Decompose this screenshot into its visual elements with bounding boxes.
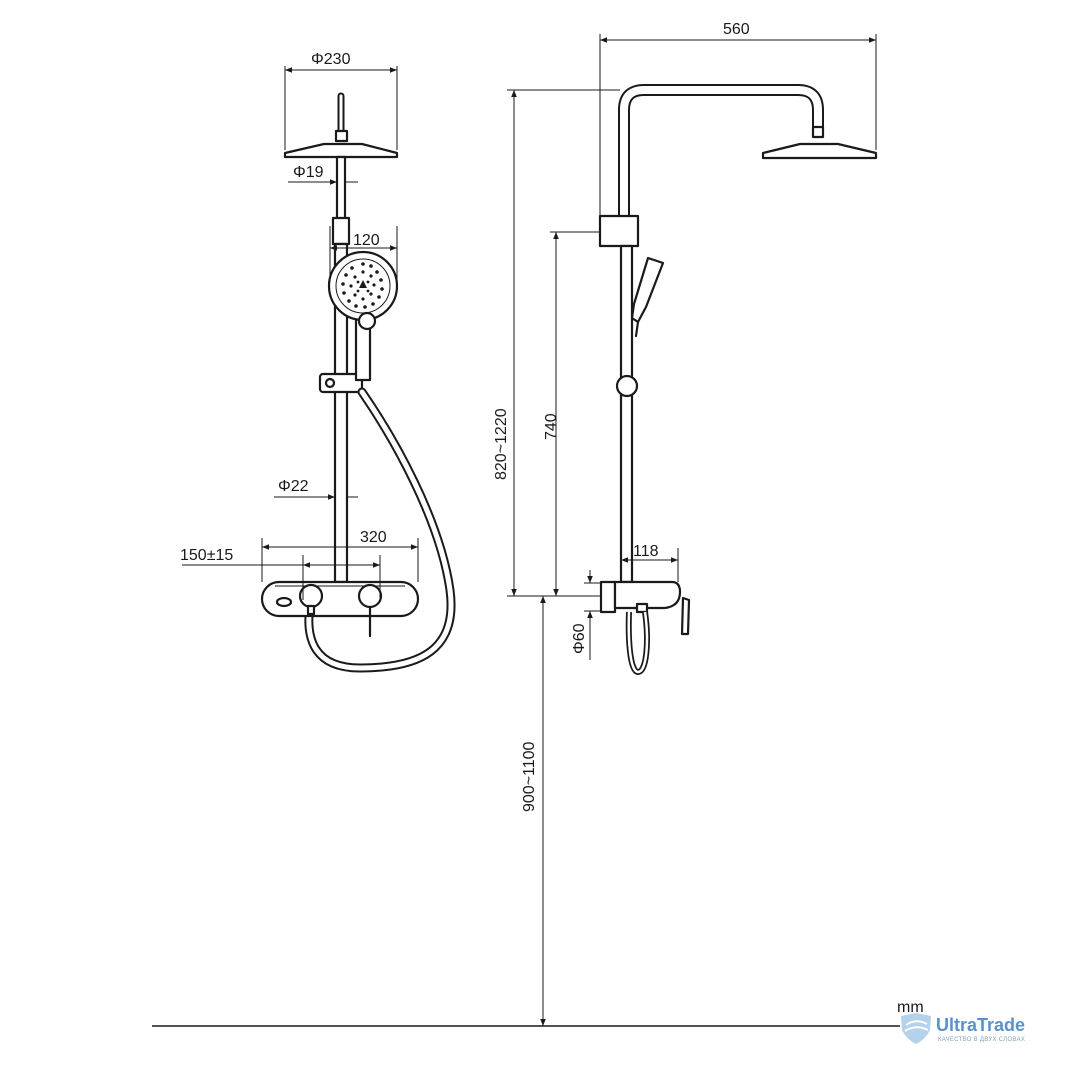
dim-inlet-spacing: 150±15: [180, 547, 233, 564]
dim-install-height: 900~1100: [521, 741, 538, 812]
brand-watermark: UltraTrade КАЧЕСТВО В ДВУХ СЛОВАХ: [901, 1013, 1025, 1044]
column-pipe-side: [619, 244, 634, 584]
hand-shower-side: [630, 256, 665, 324]
dim-head-diameter: Φ230: [311, 51, 351, 68]
dim-upper-pipe: Φ19: [293, 164, 324, 181]
brand-name: UltraTrade: [936, 1015, 1025, 1035]
holder-knob-side: [615, 374, 639, 398]
dim-lower-pipe: Φ22: [278, 478, 309, 495]
unit-label: mm: [897, 999, 924, 1016]
dim-escutcheon: Φ60: [571, 623, 588, 654]
thermostatic-mixer-side: [613, 580, 682, 610]
front-view: Φ230 Φ19 120 Φ22 320 150±15: [180, 51, 456, 673]
side-view: 560 820~1220 740 118 Φ60 900~1100: [493, 21, 878, 1026]
upper-pipe-front: [335, 155, 347, 221]
dim-mixer-width: 320: [360, 529, 387, 546]
shield-logo-icon: [901, 1013, 931, 1044]
brand-tagline: КАЧЕСТВО В ДВУХ СЛОВАХ: [938, 1037, 1025, 1043]
dim-mixer-depth: 118: [633, 543, 659, 560]
shower-arm-side: [618, 84, 824, 232]
hand-shower-nozzles: [341, 262, 384, 309]
dim-holder-height: 740: [543, 413, 560, 440]
dim-column-height: 820~1220: [493, 408, 510, 480]
dim-arm-reach: 560: [723, 21, 750, 38]
rain-shower-head-side: [761, 142, 878, 160]
rain-shower-head-front: [283, 142, 399, 159]
dim-hand-shower-width: 120: [353, 232, 380, 249]
